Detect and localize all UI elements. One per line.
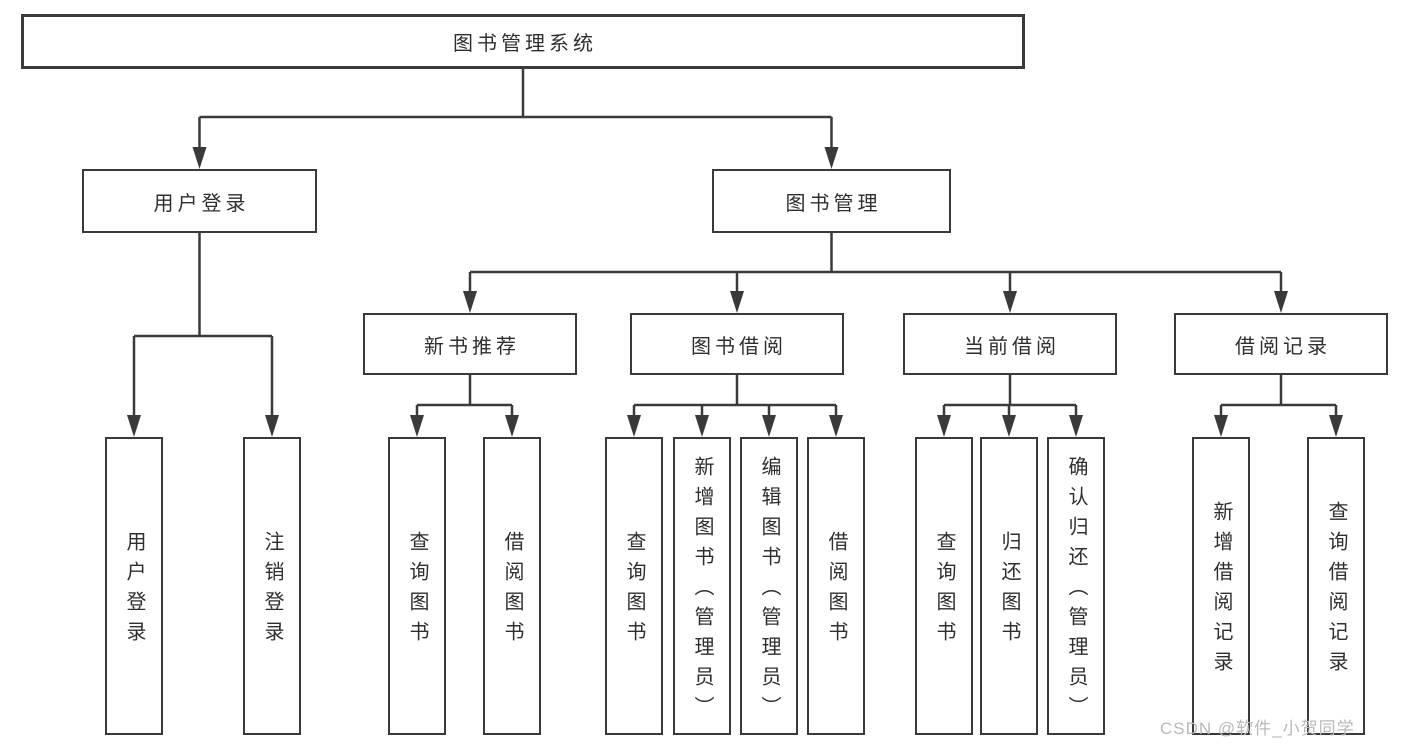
leaf-current-confirm-return-admin-label: 确认归还（管理员） bbox=[1065, 456, 1087, 726]
node-book-mgmt-label: 图书管理 bbox=[785, 192, 882, 215]
leaf-records-add-record: 新增借阅记录 bbox=[1192, 437, 1250, 735]
leaf-newrec-borrow-books: 借阅图书 bbox=[483, 437, 541, 735]
node-root: 图书管理系统 bbox=[21, 14, 1025, 69]
node-current-borrow: 当前借阅 bbox=[903, 313, 1117, 375]
leaf-records-query-record: 查询借阅记录 bbox=[1307, 437, 1365, 735]
leaf-records-query-record-label: 查询借阅记录 bbox=[1325, 501, 1347, 681]
leaf-newrec-borrow-books-label: 借阅图书 bbox=[501, 531, 523, 651]
leaf-current-return-books-label: 归还图书 bbox=[998, 531, 1020, 651]
arrowheads-borrow-records bbox=[1214, 415, 1343, 437]
node-root-label: 图书管理系统 bbox=[453, 33, 597, 55]
leaf-current-confirm-return-admin: 确认归还（管理员） bbox=[1047, 437, 1105, 735]
node-book-borrow: 图书借阅 bbox=[630, 313, 844, 375]
leaf-records-add-record-label: 新增借阅记录 bbox=[1210, 501, 1232, 681]
connector-borrow-records-to-leaves bbox=[1219, 375, 1338, 416]
arrowheads-root-to-level1 bbox=[192, 147, 839, 169]
node-new-book-rec-label: 新书推荐 bbox=[424, 335, 520, 358]
node-borrow-records-label: 借阅记录 bbox=[1235, 335, 1331, 358]
connector-book-mgmt-to-level2 bbox=[468, 233, 1283, 292]
arrowheads-new-book-rec bbox=[410, 415, 519, 437]
leaf-logout: 注销登录 bbox=[243, 437, 301, 735]
node-new-book-rec: 新书推荐 bbox=[363, 313, 577, 375]
node-user-login: 用户登录 bbox=[82, 169, 317, 233]
arrowheads-book-borrow bbox=[627, 415, 843, 437]
node-current-borrow-label: 当前借阅 bbox=[964, 335, 1060, 358]
arrowheads-level2 bbox=[463, 291, 1288, 313]
arrowheads-current-borrow bbox=[937, 415, 1083, 437]
leaf-user-login: 用户登录 bbox=[105, 437, 163, 735]
connector-current-borrow-to-leaves bbox=[942, 375, 1078, 416]
leaf-current-return-books: 归还图书 bbox=[980, 437, 1038, 735]
leaf-user-login-label: 用户登录 bbox=[123, 531, 145, 651]
node-user-login-label: 用户登录 bbox=[153, 192, 250, 215]
leaf-borrow-borrow-books: 借阅图书 bbox=[807, 437, 865, 735]
leaf-borrow-borrow-books-label: 借阅图书 bbox=[825, 531, 847, 651]
node-book-borrow-label: 图书借阅 bbox=[691, 335, 787, 358]
connector-root-to-level1 bbox=[198, 69, 833, 148]
node-book-mgmt: 图书管理 bbox=[712, 169, 951, 233]
csdn-watermark: CSDN @软件_小贺同学 bbox=[1160, 719, 1355, 738]
leaf-current-query-books: 查询图书 bbox=[915, 437, 973, 735]
leaf-borrow-edit-books-admin: 编辑图书（管理员） bbox=[740, 437, 798, 735]
leaf-newrec-query-books: 查询图书 bbox=[388, 437, 446, 735]
leaf-borrow-edit-books-admin-label: 编辑图书（管理员） bbox=[758, 456, 780, 726]
connector-book-borrow-to-leaves bbox=[632, 375, 838, 416]
node-borrow-records: 借阅记录 bbox=[1174, 313, 1388, 375]
arrowheads-user-login bbox=[127, 415, 279, 437]
leaf-borrow-add-books-admin-label: 新增图书（管理员） bbox=[691, 456, 713, 726]
leaf-borrow-query-books-label: 查询图书 bbox=[623, 531, 645, 651]
connector-new-book-rec-to-leaves bbox=[415, 375, 514, 416]
leaf-newrec-query-books-label: 查询图书 bbox=[406, 531, 428, 651]
leaf-borrow-query-books: 查询图书 bbox=[605, 437, 663, 735]
connector-user-login-to-leaves bbox=[132, 233, 274, 416]
leaf-borrow-add-books-admin: 新增图书（管理员） bbox=[673, 437, 731, 735]
leaf-current-query-books-label: 查询图书 bbox=[933, 531, 955, 651]
leaf-logout-label: 注销登录 bbox=[261, 531, 283, 651]
